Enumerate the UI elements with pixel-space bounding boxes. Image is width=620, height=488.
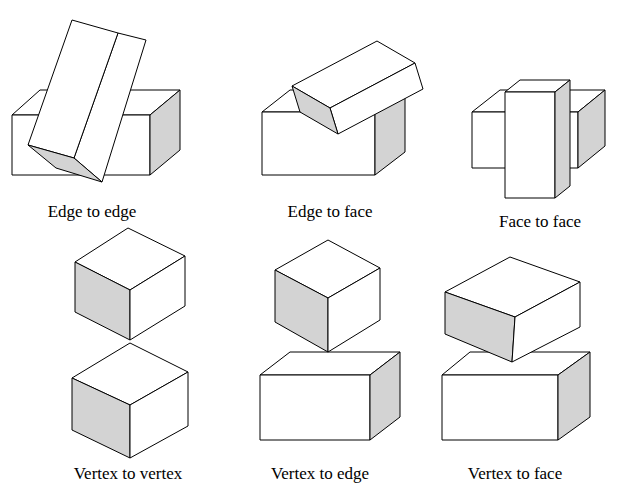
cube-right-face [512, 282, 580, 362]
caption-label: Edge to edge [48, 202, 137, 222]
cube-left-face [75, 262, 130, 340]
face-to-face-figure [472, 80, 605, 198]
edge-to-edge-figure [12, 20, 180, 182]
caption-label: Edge to face [288, 202, 373, 222]
box-side-face [578, 90, 605, 168]
box-front-face [442, 375, 558, 440]
caption-label: Vertex to edge [271, 464, 369, 484]
vertex-to-vertex-figure [72, 228, 188, 458]
tilted-box-side-face [330, 63, 423, 134]
box-side-face [558, 352, 590, 440]
caption-label: Face to face [499, 212, 581, 232]
upright-box-side-face [555, 80, 570, 198]
cube-left-face [72, 378, 130, 458]
vertex-to-face-figure [442, 257, 590, 440]
cube-right-face [130, 256, 185, 340]
box-side-face [370, 352, 400, 440]
cube-right-face [328, 268, 380, 352]
upright-box-front-face [505, 92, 555, 198]
edge-to-face-figure [262, 41, 423, 175]
vertex-to-edge-figure [260, 240, 400, 440]
caption-label: Vertex to vertex [74, 464, 183, 484]
cube-left-face [445, 292, 515, 362]
tilted-box-front-face [28, 20, 118, 158]
tilted-box-end-face [292, 86, 338, 134]
box-front-face [260, 375, 370, 440]
tilted-box-end-face [28, 145, 102, 182]
box-side-face [150, 90, 180, 175]
cube-left-face [275, 270, 328, 352]
caption-label: Vertex to face [468, 464, 562, 484]
cube-right-face [130, 372, 188, 458]
